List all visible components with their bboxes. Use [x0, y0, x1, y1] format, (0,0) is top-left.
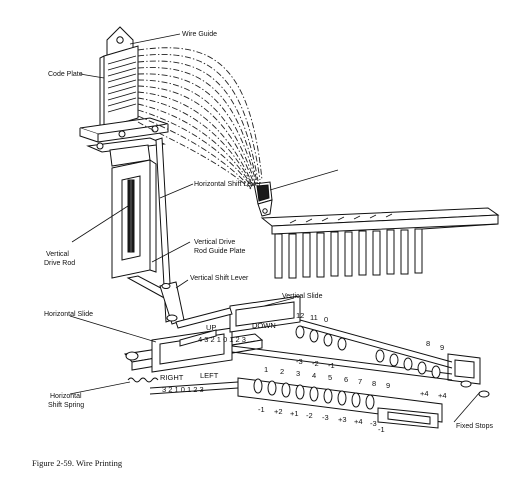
scale-horizontal-digits: 3 2 1 0 1 2 3 [162, 385, 204, 394]
stop-sign: +1 [290, 409, 299, 418]
slide-mechanism [124, 295, 490, 429]
stop-num: 9 [386, 381, 390, 390]
label-horizontal-shift-spring-line2: Shift Spring [48, 402, 84, 409]
stop-sign: +2 [274, 407, 283, 416]
stop-num: 3 [296, 369, 300, 378]
label-vertical-slide: Vertical Slide [282, 293, 323, 300]
wire-guide-head [253, 169, 339, 217]
stop-num: 6 [344, 375, 348, 384]
stop-sign: +3 [338, 415, 347, 424]
stop-sign: -3 [296, 357, 303, 366]
label-wire-guide: Wire Guide [182, 31, 217, 38]
print-wires [137, 47, 263, 190]
code-plate-assembly [79, 26, 185, 325]
stop-num: 2 [280, 367, 284, 376]
stop-sign: -3 [370, 419, 377, 428]
stop-num: 8 [426, 339, 430, 348]
stop-num: 1 [264, 365, 268, 374]
scale-left-label: LEFT [200, 371, 219, 380]
label-horizontal-slide: Horizontal Slide [44, 311, 93, 318]
type-comb [260, 207, 500, 279]
stop-sign: -1 [328, 361, 335, 370]
labels: Wire Guide Code Plate Horizontal Shift L… [44, 31, 493, 430]
stop-sign: +4 [354, 417, 363, 426]
stop-num: 9 [440, 343, 444, 352]
stop-sign: +4 [438, 391, 447, 400]
label-vertical-shift-lever: Vertical Shift Lever [190, 275, 249, 282]
label-fixed-stops: Fixed Stops [456, 423, 493, 430]
figure-caption: Figure 2-59. Wire Printing [32, 458, 123, 468]
stop-num: 12 [296, 311, 304, 320]
label-vertical-drive-rod-line2: Drive Rod [44, 260, 75, 267]
scale-markings: UP DOWN 4 3 2 1 0 1 2 3 RIGHT LEFT 3 2 1… [160, 321, 276, 394]
label-vertical-drive-rod-line1: Vertical [46, 251, 69, 258]
label-horizontal-shift-spring-line1: Horizontal [50, 393, 82, 400]
scale-down-label: DOWN [252, 321, 276, 330]
stop-numbers: 12 11 0 8 9 -3 -2 -1 +4 +4 1 2 3 4 5 6 7… [258, 311, 447, 434]
stop-num: 8 [372, 379, 376, 388]
stop-num: 5 [328, 373, 332, 382]
stop-sign: -2 [312, 359, 319, 368]
stop-num: 0 [324, 315, 328, 324]
label-horizontal-shift-lever: Horizontal Shift Lever [194, 181, 262, 188]
scale-up-label: UP [206, 323, 216, 332]
label-guide-plate-line1: Vertical Drive [194, 239, 235, 246]
stop-num: 7 [358, 377, 362, 386]
stop-sign: -3 [322, 413, 329, 422]
stop-num: 4 [312, 371, 316, 380]
stop-sign: -2 [306, 411, 313, 420]
label-guide-plate-line2: Rod Guide Plate [194, 248, 245, 255]
stop-sign: +4 [420, 389, 429, 398]
stop-sign: -1 [258, 405, 265, 414]
stop-num: 11 [310, 313, 318, 322]
label-code-plate: Code Plate [48, 71, 83, 78]
stop-sign: -1 [378, 425, 385, 434]
scale-right-label: RIGHT [160, 373, 184, 382]
leader-lines [69, 33, 481, 423]
scale-vertical-digits: 4 3 2 1 0 1 2 3 [198, 335, 246, 344]
